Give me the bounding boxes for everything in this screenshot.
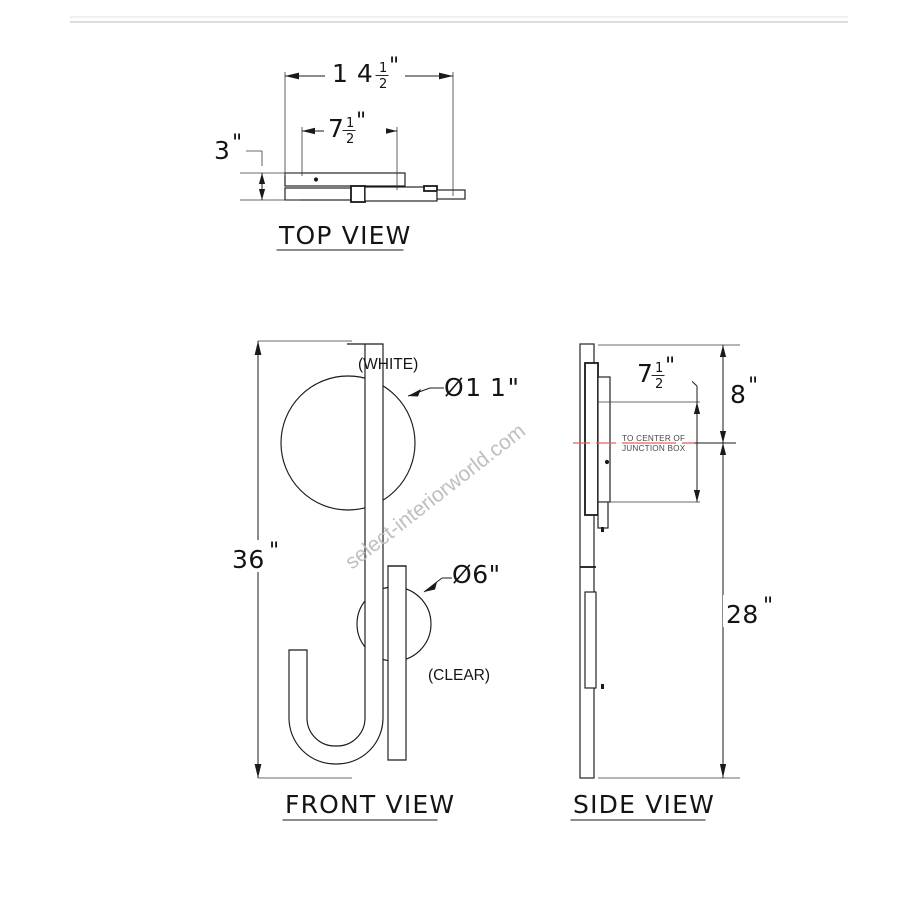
dim-side-lower-whole: 28: [726, 600, 759, 629]
front-view-geometry: [280, 343, 432, 765]
front-view-label-text: FRONT VIEW: [285, 790, 455, 819]
side-view-group: 7 1 2 " TO CENTER OF JUNCTION BOX: [570, 343, 783, 821]
side-lower-stub: [597, 501, 609, 529]
dim-top-overall-unit: ": [389, 54, 399, 79]
dim-top-inner-whole: 7: [328, 114, 344, 143]
dim-top-overall-whole: 1 4: [332, 59, 373, 88]
mounting-hole: [313, 177, 319, 182]
side-mounting-hole: [604, 459, 610, 465]
dim-side-offset-den: 2: [655, 377, 663, 392]
side-view-label-text: SIDE VIEW: [573, 790, 715, 819]
dim-front-height-whole: 36: [232, 545, 265, 574]
dim-side-upper-whole: 8: [730, 380, 746, 409]
top-view-geometry: [284, 172, 466, 203]
dim-top-inner-unit: ": [356, 109, 366, 134]
inch-mark-small: ": [489, 560, 501, 589]
large-disc: [280, 375, 416, 511]
dim-side-lower-unit: ": [763, 594, 773, 619]
top-view-group: 1 4 1 2 " 7 1 2 ": [212, 54, 466, 251]
dim-top-depth: 3 ": [212, 131, 300, 201]
note-junction-box-line2: JUNCTION BOX: [622, 444, 686, 453]
side-view-geometry: [579, 343, 611, 779]
dim-side-upper-unit: ": [748, 374, 758, 399]
top-view-label-text: TOP VIEW: [278, 221, 412, 250]
dim-small-disc-dia: Ø6": [423, 560, 501, 593]
header-divider: [70, 16, 848, 23]
junction-box-note: TO CENTER OF JUNCTION BOX: [622, 434, 686, 453]
dim-side-offset-unit: ": [665, 354, 675, 379]
dim-top-overall-den: 2: [379, 77, 387, 92]
dim-top-inner-width: 7 1 2 ": [301, 109, 398, 190]
dim-top-depth-whole: 3: [214, 136, 230, 165]
note-junction-box-line1: TO CENTER OF: [622, 434, 685, 443]
dim-side-lower-height: 28 ": [598, 443, 783, 779]
dim-front-height-unit: ": [269, 539, 279, 564]
dim-side-mount-offset: 7 1 2 ": [598, 354, 701, 503]
side-lower-element: [584, 591, 597, 689]
dim-front-height: 36 ": [230, 340, 352, 779]
dim-side-upper-height: 8 ": [598, 344, 768, 455]
side-view-label: SIDE VIEW: [570, 790, 715, 821]
dim-side-offset-whole: 7: [637, 359, 653, 388]
front-view-label: FRONT VIEW: [282, 790, 455, 821]
inch-mark-large: ": [507, 373, 519, 402]
top-view-label: TOP VIEW: [276, 221, 412, 251]
dia-symbol-small: Ø: [452, 560, 472, 589]
dim-top-inner-den: 2: [346, 132, 354, 147]
dim-top-inner-num: 1: [346, 116, 354, 131]
side-bracket: [597, 376, 611, 503]
dim-large-disc-dia: Ø1 1": [407, 373, 519, 402]
dim-large-disc-text: Ø1 1": [444, 373, 519, 402]
front-view-group: 36 " (WHITE) Ø1 1" Ø6": [230, 340, 519, 821]
dim-top-overall-width: 1 4 1 2 ": [284, 54, 454, 196]
dim-top-overall-num: 1: [379, 61, 387, 76]
side-canopy: [584, 362, 599, 516]
front-tube-outline: [288, 343, 384, 765]
dim-side-offset-num: 1: [655, 361, 663, 376]
dia-symbol-large: Ø: [444, 373, 464, 402]
note-white: (WHITE): [358, 356, 418, 373]
front-clear-riser: [387, 565, 407, 761]
dim-top-depth-unit: ": [232, 131, 242, 156]
dim-small-disc-text: Ø6": [452, 560, 501, 589]
note-clear: (CLEAR): [428, 667, 490, 684]
